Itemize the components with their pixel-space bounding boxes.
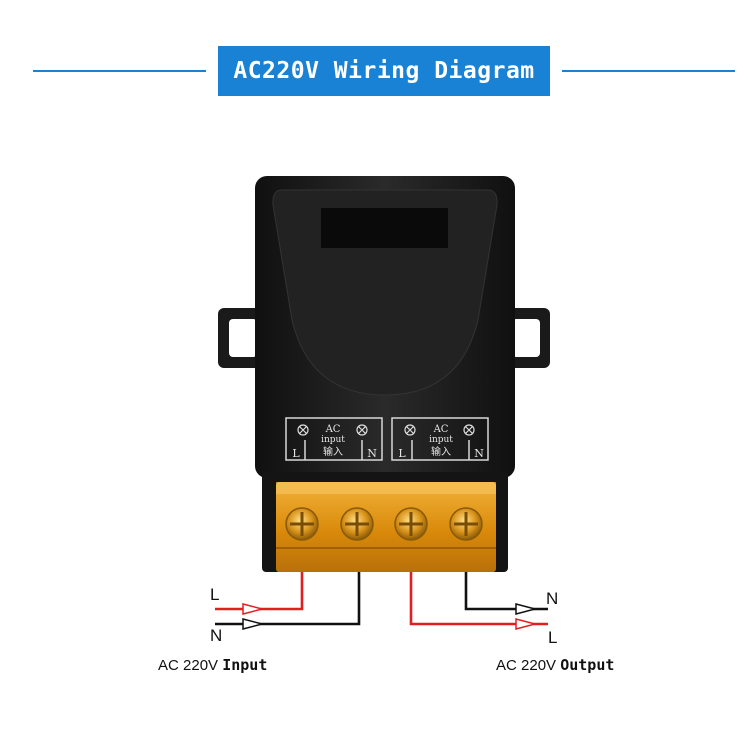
left-plate-cn-label: 输入 [323, 445, 343, 458]
input-caption-suffix: Input [222, 656, 268, 674]
input-neutral-arrow-icon [242, 618, 265, 630]
output-neutral-label: N [546, 589, 559, 608]
input-neutral-wire [215, 572, 361, 626]
terminal-screw-2 [340, 507, 374, 541]
output-neutral-arrow-icon [515, 603, 538, 615]
output-caption-prefix: AC 220V [496, 657, 557, 674]
input-neutral-label: N [210, 626, 223, 645]
terminal-screw-3 [394, 507, 428, 541]
output-live-wire [409, 572, 548, 626]
mounting-ear-left [218, 308, 266, 368]
right-plate-l-label: L [398, 447, 406, 460]
right-plate-cn-label: 输入 [431, 445, 451, 458]
indicator-window [321, 208, 448, 248]
input-caption-prefix: AC 220V [158, 657, 219, 674]
input-caption: AC 220V Input [158, 656, 267, 674]
input-live-label: L [210, 585, 220, 604]
terminal-screw-1 [285, 507, 319, 541]
terminal-screws [285, 507, 483, 541]
output-live-label: L [548, 628, 558, 647]
right-plate-input-label: input [429, 435, 453, 445]
left-plate-ac-label: AC [325, 424, 341, 435]
input-live-arrow-icon [242, 603, 265, 615]
right-plate-ac-label: AC [433, 424, 449, 435]
diagram-title: AC220V Wiring Diagram [218, 46, 550, 96]
title-rule-right [562, 70, 735, 72]
output-caption: AC 220V Output [496, 656, 614, 674]
left-plate-l-label: L [292, 447, 300, 460]
terminal-label-plate [285, 417, 489, 461]
wire-arrow-icons [242, 603, 538, 630]
left-plate-n-label: N [367, 447, 377, 460]
output-caption-suffix: Output [560, 656, 615, 674]
terminal-symbol-icons [297, 424, 475, 436]
left-plate-input-label: input [321, 435, 345, 445]
terminal-screw-4 [449, 507, 483, 541]
title-rule-left [33, 70, 206, 72]
input-live-wire [215, 572, 304, 611]
output-neutral-wire [464, 572, 548, 611]
output-live-arrow-icon [515, 618, 538, 630]
terminal-block-cover [276, 482, 496, 572]
right-plate-n-label: N [474, 447, 484, 460]
